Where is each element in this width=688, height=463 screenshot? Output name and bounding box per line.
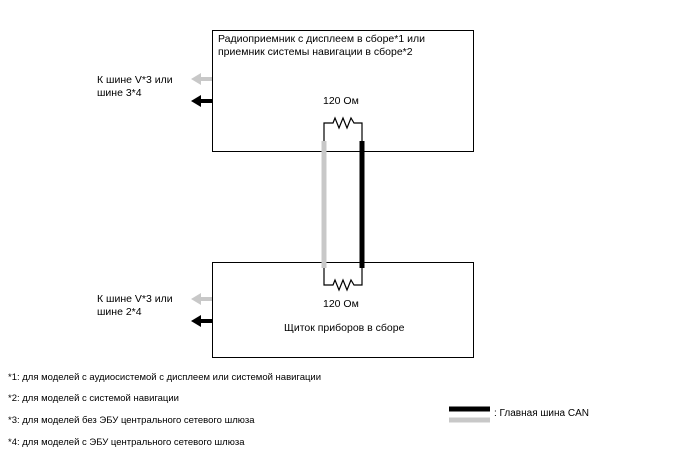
- bottom-bus-label-line1: К шине V*3 или: [97, 293, 173, 305]
- bottom-can-high-arrow: [191, 315, 212, 327]
- footnote-1: *1: для моделей с аудиосистемой с диспле…: [8, 372, 322, 383]
- top-can-low-arrow: [191, 73, 212, 85]
- footnote-2: *2: для моделей с системой навигации: [8, 393, 179, 404]
- top-bus-label-line1: К шине V*3 или: [97, 74, 173, 86]
- bottom-can-low-arrow: [191, 293, 212, 305]
- instrument-cluster-box: [212, 262, 474, 358]
- bottom-resistor-label: 120 Ом: [323, 298, 359, 310]
- radio-receiver-box: [212, 30, 474, 152]
- radio-receiver-title-line1: Радиоприемник с дисплеем в сборе*1 или: [218, 33, 425, 45]
- bottom-bus-label-line2: шине 2*4: [97, 306, 142, 318]
- top-bus-label-line2: шине 3*4: [97, 87, 142, 99]
- top-termination-resistor: [323, 116, 363, 142]
- instrument-cluster-title: Щиток приборов в сборе: [284, 322, 405, 334]
- radio-receiver-title-line2: приемник системы навигации в сборе*2: [218, 46, 413, 58]
- legend-main-bus-label: : Главная шина CAN: [494, 408, 589, 419]
- bottom-termination-resistor: [323, 268, 363, 292]
- top-can-high-arrow: [191, 95, 212, 107]
- footnote-3: *3: для моделей без ЭБУ центрального сет…: [8, 415, 255, 426]
- top-resistor-label: 120 Ом: [323, 95, 359, 107]
- footnote-4: *4: для моделей с ЭБУ центрального сетев…: [8, 437, 245, 448]
